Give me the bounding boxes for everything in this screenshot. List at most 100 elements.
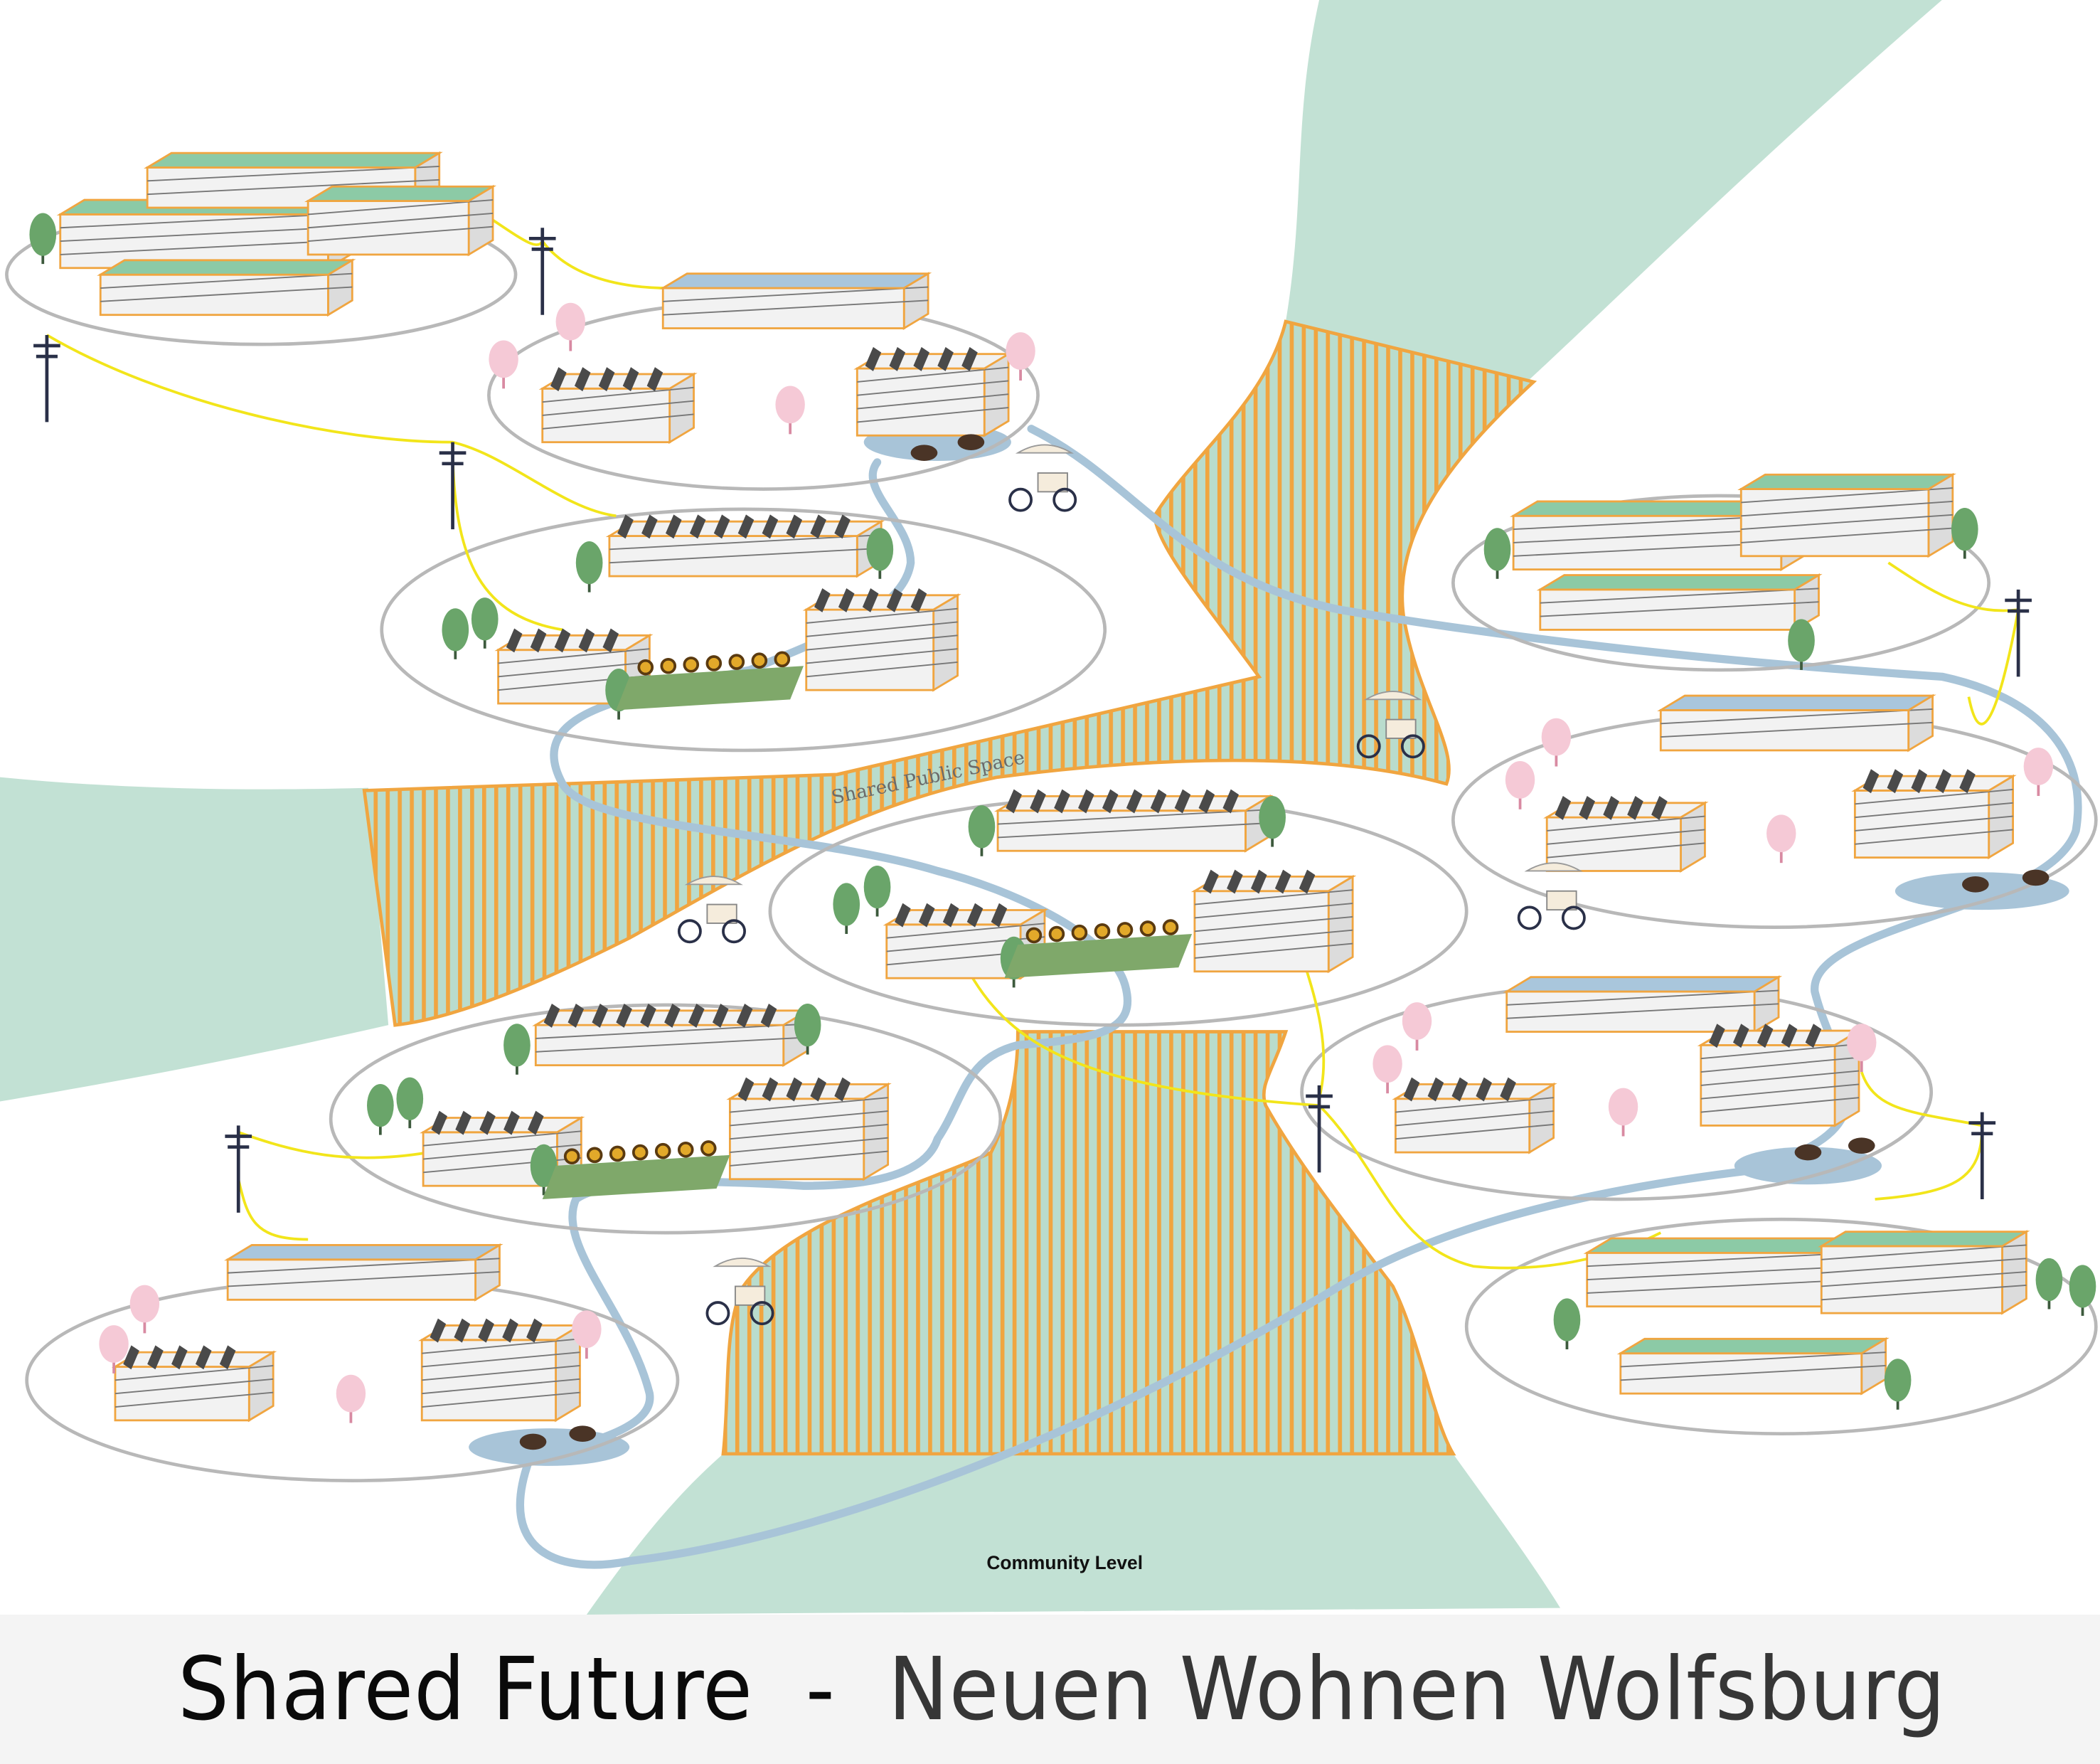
building — [1616, 1337, 1890, 1396]
tree-icon — [442, 608, 469, 659]
building — [1536, 573, 1823, 632]
solar-panel-icon — [430, 1318, 447, 1343]
solar-panel-icon — [641, 514, 658, 539]
sunflower-icon — [728, 654, 745, 670]
tree-icon — [2069, 1265, 2096, 1316]
solar-panel-icon — [762, 514, 779, 539]
blossom-tree-icon — [1373, 1045, 1402, 1094]
solar-panel-icon — [528, 1110, 544, 1135]
solar-panel-icon — [762, 1077, 779, 1102]
power-pole-icon — [439, 442, 467, 530]
title-separator: - — [752, 1639, 888, 1740]
solar-panel-icon — [554, 628, 571, 653]
solar-panel-icon — [665, 514, 682, 539]
tree-icon — [367, 1084, 394, 1135]
solar-panel-icon — [913, 346, 930, 371]
tree-icon — [833, 883, 860, 935]
solar-panel-icon — [1222, 789, 1240, 814]
blossom-tree-icon — [336, 1374, 366, 1423]
solar-panel-icon — [1757, 1024, 1774, 1048]
swan-icon — [2022, 869, 2050, 886]
power-pole-icon — [1306, 1085, 1333, 1173]
solar-panel-icon — [526, 1318, 543, 1343]
solar-panel-icon — [664, 1003, 681, 1028]
solar-panel-icon — [910, 588, 927, 612]
power-pole-icon — [1968, 1112, 1996, 1200]
solar-panel-icon — [895, 903, 911, 928]
solar-panel-icon — [1911, 769, 1928, 794]
solar-panel-icon — [1732, 1024, 1749, 1048]
tree-icon — [29, 213, 57, 265]
swan-icon — [569, 1425, 597, 1442]
power-pole-icon — [2005, 589, 2032, 677]
sunflower-icon — [677, 1142, 694, 1158]
solar-panel-icon — [123, 1345, 139, 1370]
trees — [29, 213, 2096, 1423]
solar-panel-icon — [942, 903, 959, 928]
blossom-tree-icon — [775, 386, 805, 435]
solar-panel-icon — [479, 1110, 496, 1135]
solar-panel-icon — [1403, 1077, 1420, 1102]
solar-panel-icon — [543, 1003, 560, 1028]
solar-panel-icon — [737, 514, 755, 539]
solar-panel-icon — [1006, 789, 1022, 814]
tree-icon — [1951, 507, 1978, 559]
power-poles — [33, 228, 2032, 1213]
solar-panel-icon — [574, 367, 591, 392]
sunflower-icon — [1116, 922, 1134, 938]
solar-panel-icon — [862, 588, 879, 612]
sunflower-icon — [586, 1147, 603, 1164]
food-cart-icon — [705, 1257, 774, 1326]
solar-panel-icon — [786, 1077, 803, 1102]
solar-panel-icon — [1781, 1024, 1798, 1048]
power-pole-icon — [528, 228, 556, 315]
power-pole-icon — [33, 334, 60, 423]
blossom-tree-icon — [1847, 1024, 1877, 1073]
building — [224, 1243, 503, 1302]
solar-panel-icon — [736, 1003, 753, 1028]
solar-panel-icon — [1959, 769, 1976, 794]
tree-icon — [1553, 1298, 1581, 1350]
solar-panel-icon — [1054, 789, 1070, 814]
building — [1737, 472, 1956, 558]
solar-panel-icon — [834, 514, 851, 539]
solar-panel-icon — [991, 903, 1008, 928]
solar-panel-icon — [1603, 795, 1619, 820]
swan-icon — [957, 434, 985, 450]
green-field-top-right — [1285, 0, 1942, 382]
building — [494, 628, 654, 706]
solar-panel-icon — [713, 514, 730, 539]
tree-icon — [2035, 1258, 2063, 1309]
swan-icon — [519, 1433, 547, 1450]
building — [1190, 869, 1357, 974]
blossom-tree-icon — [1766, 814, 1796, 864]
building — [726, 1077, 892, 1181]
solar-panel-icon — [1102, 789, 1119, 814]
green-field-bottom — [586, 1453, 1561, 1615]
solar-panel-icon — [1555, 795, 1572, 820]
building — [1392, 1077, 1557, 1154]
solar-panel-icon — [147, 1345, 164, 1370]
solar-panel-icon — [602, 628, 619, 653]
cluster-ring — [1464, 1217, 2098, 1436]
solar-panel-icon — [455, 1110, 471, 1135]
solar-panel-icon — [1862, 769, 1880, 794]
building — [1543, 795, 1709, 873]
solar-panel-icon — [1030, 789, 1046, 814]
food-cart-icon — [1517, 862, 1586, 930]
solar-panel-icon — [1198, 789, 1215, 814]
solar-panel-icon — [1078, 789, 1094, 814]
cluster-ring — [329, 1003, 1003, 1235]
shared-public-space-upper — [362, 319, 1537, 1027]
solar-panel-icon — [961, 346, 978, 371]
solar-panel-icon — [937, 346, 954, 371]
sunflower-icon — [1071, 924, 1088, 941]
solar-panel-icon — [1174, 789, 1191, 814]
sunflower-icon — [637, 659, 654, 676]
solar-panel-icon — [838, 588, 855, 612]
sunflower-icon — [1094, 923, 1111, 940]
solar-panel-icon — [567, 1003, 585, 1028]
tree-icon — [503, 1024, 531, 1075]
sunflower-icon — [751, 652, 768, 669]
sunflower-bed — [1004, 919, 1193, 979]
